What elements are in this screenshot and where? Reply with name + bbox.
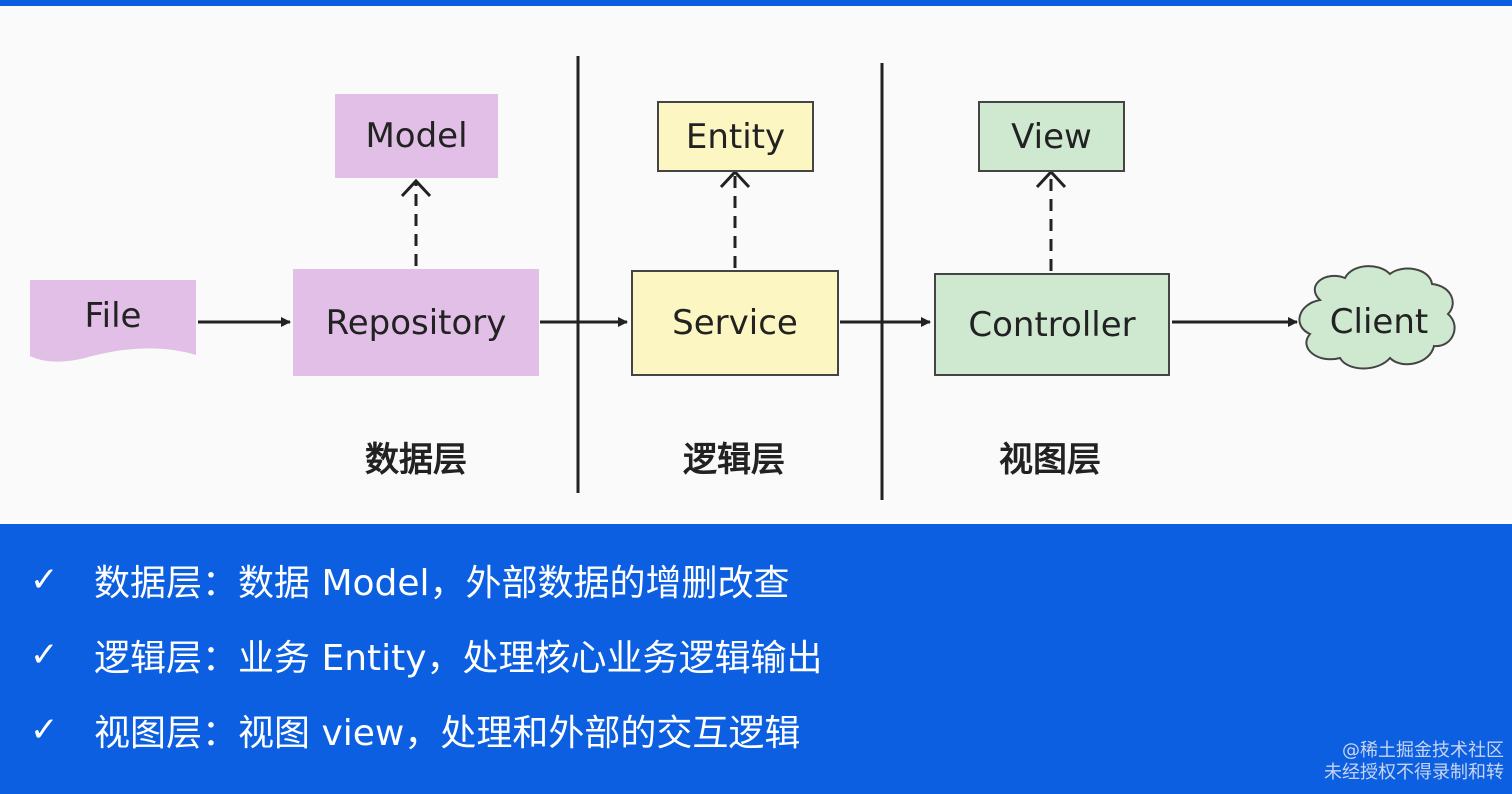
bullet-text: 逻辑层：业务 Entity，处理核心业务逻辑输出 bbox=[94, 638, 823, 679]
client-cloud-shape bbox=[1298, 265, 1456, 370]
watermark: @稀土掘金技术社区 未经授权不得录制和转 bbox=[1324, 740, 1504, 784]
controller-label: Controller bbox=[968, 304, 1136, 345]
dashed-arrow-service-entity bbox=[719, 169, 751, 268]
service-label: Service bbox=[672, 303, 798, 343]
dashed-arrow-controller-view bbox=[1035, 169, 1067, 271]
entity-node: Entity bbox=[657, 101, 814, 172]
bullet-text: 数据层：数据 Model，外部数据的增删改查 bbox=[94, 563, 790, 604]
repository-node: Repository bbox=[293, 269, 539, 376]
summary-panel: ✓ 数据层：数据 Model，外部数据的增删改查 ✓ 逻辑层：业务 Entity… bbox=[0, 524, 1512, 794]
model-label: Model bbox=[365, 116, 468, 156]
diagram-connectors bbox=[30, 56, 1456, 500]
watermark-line1: @稀土掘金技术社区 bbox=[1342, 740, 1504, 761]
architecture-diagram: File Model Repository Entity Service Vie… bbox=[0, 6, 1512, 524]
logic-layer-label: 逻辑层 bbox=[683, 440, 785, 480]
service-node: Service bbox=[631, 270, 839, 376]
controller-node: Controller bbox=[934, 273, 1170, 376]
view-layer-label: 视图层 bbox=[999, 440, 1101, 480]
entity-label: Entity bbox=[685, 116, 786, 157]
dashed-arrow-repository-model bbox=[400, 178, 432, 266]
client-node: Client bbox=[1300, 276, 1458, 368]
file-label: File bbox=[84, 296, 142, 336]
data-layer-label: 数据层 bbox=[365, 440, 467, 480]
bullet-data-layer: ✓ 数据层：数据 Model，外部数据的增删改查 bbox=[30, 554, 790, 606]
bullet-text: 视图层：视图 view，处理和外部的交互逻辑 bbox=[94, 713, 801, 754]
file-node: File bbox=[30, 280, 196, 352]
repository-label: Repository bbox=[325, 302, 507, 343]
check-icon: ✓ bbox=[30, 635, 59, 675]
check-icon: ✓ bbox=[30, 710, 59, 750]
file-shape bbox=[30, 280, 196, 362]
check-icon: ✓ bbox=[30, 560, 59, 600]
view-label: View bbox=[1011, 116, 1092, 157]
view-node: View bbox=[978, 101, 1125, 172]
client-label: Client bbox=[1329, 302, 1429, 342]
model-node: Model bbox=[335, 94, 498, 178]
bullet-view-layer: ✓ 视图层：视图 view，处理和外部的交互逻辑 bbox=[30, 704, 800, 756]
top-accent-bar bbox=[0, 0, 1512, 6]
bullet-logic-layer: ✓ 逻辑层：业务 Entity，处理核心业务逻辑输出 bbox=[30, 629, 823, 681]
watermark-line2: 未经授权不得录制和转 bbox=[1324, 762, 1504, 783]
